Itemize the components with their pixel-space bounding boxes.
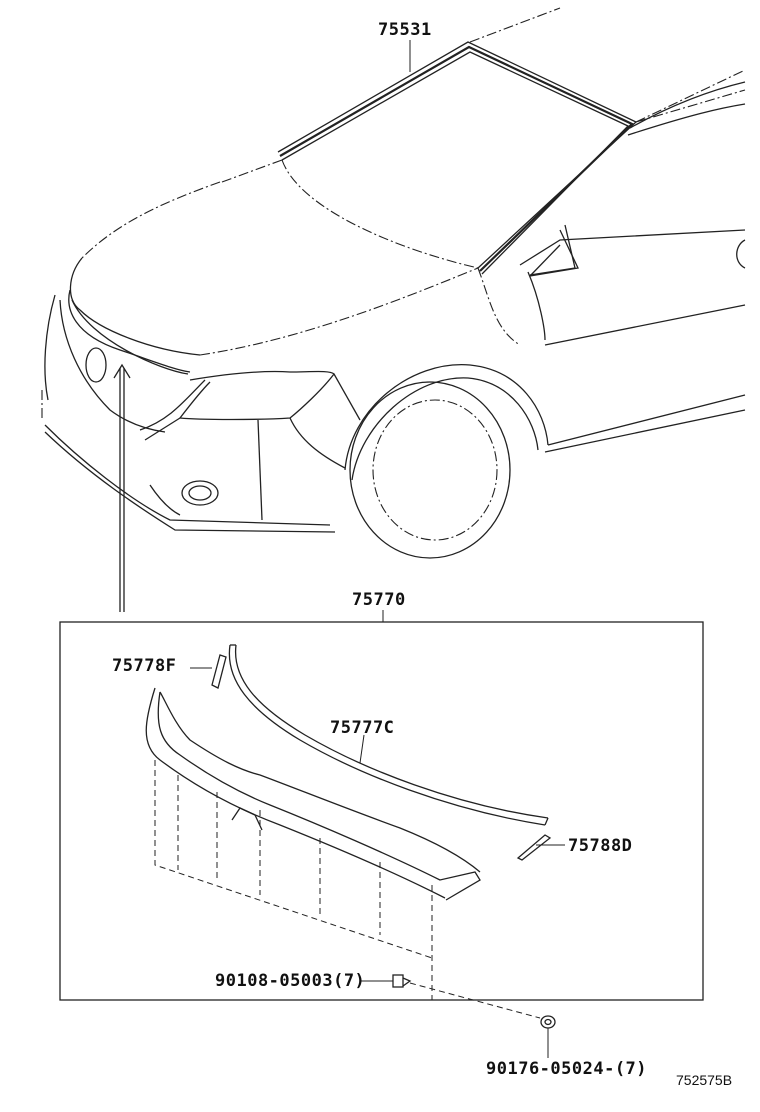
diagram-code: 752575B — [676, 1072, 733, 1088]
label-clip: 90108-05003(7) — [215, 971, 366, 991]
car-body-outline — [41, 7, 746, 612]
label-75788d: 75788D — [568, 836, 633, 856]
detail-box — [59, 621, 704, 1001]
label-75778f: 75778F — [112, 656, 177, 676]
label-75777c: 75777C — [330, 718, 395, 738]
nut-90176 — [540, 1015, 556, 1058]
label-windshield-molding: 75531 — [378, 20, 432, 40]
label-nut: 90176-05024-(7) — [486, 1059, 648, 1079]
label-hood-molding-assy: 75770 — [352, 590, 406, 610]
hood-molding-parts — [145, 644, 565, 1019]
